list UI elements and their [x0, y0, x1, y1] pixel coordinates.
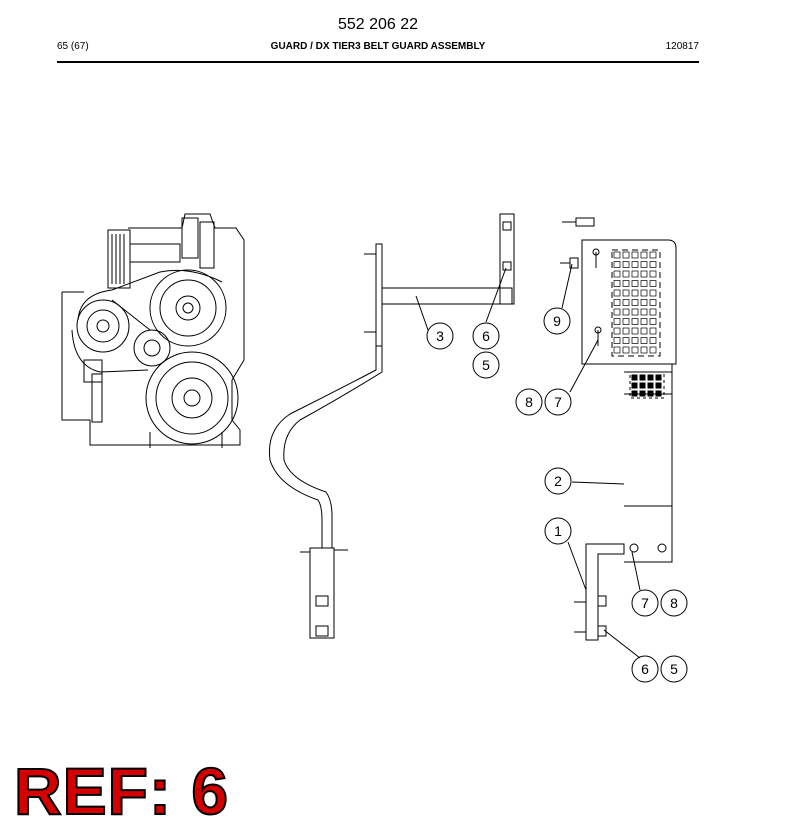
guard-vent-hole	[631, 299, 639, 306]
reference-label: REF: 6	[13, 754, 230, 828]
guard-vent-hole	[622, 280, 630, 287]
guard-vent-hole	[613, 337, 621, 344]
guard-vent-hole	[622, 251, 630, 259]
guard-vent-hole	[640, 327, 648, 335]
guard-vent-hole	[649, 280, 657, 287]
guard-vent-hole	[631, 308, 639, 316]
callout-number: 2	[554, 473, 562, 489]
callout-number: 1	[554, 523, 562, 539]
guard-vent-hole	[649, 289, 657, 297]
guard-vent-hole	[622, 337, 630, 344]
guard-vent-hole	[640, 346, 648, 354]
guard-vent-hole	[649, 346, 657, 354]
guard-vent-hole	[631, 261, 639, 268]
guard-vent-hole	[613, 346, 621, 354]
guard-vent-hole	[649, 261, 657, 268]
guard-vent-hole	[631, 382, 638, 389]
callout-number: 7	[641, 595, 649, 611]
guard-vent-hole	[655, 390, 662, 397]
callout-number: 5	[670, 661, 678, 677]
guard-vent-hole	[613, 270, 621, 278]
guard-vent-hole	[631, 374, 638, 381]
guard-vent-hole	[640, 337, 648, 344]
guard-vent-hole	[640, 308, 648, 316]
guard-vent-hole	[622, 270, 630, 278]
guard-vent-hole	[640, 261, 648, 268]
guard-vent-hole	[613, 289, 621, 297]
guard-vent-hole	[640, 289, 648, 297]
guard-vent-hole	[613, 280, 621, 287]
guard-vent-hole	[640, 270, 648, 278]
guard-vent-hole	[639, 374, 646, 381]
guard-vent-hole	[640, 318, 648, 325]
header-rule	[57, 61, 699, 63]
guard-vent-hole	[613, 261, 621, 268]
document-number: 552 206 22	[337, 16, 419, 33]
guard-vent-hole	[622, 261, 630, 268]
guard-vent-hole	[631, 390, 638, 397]
guard-vent-hole	[649, 251, 657, 259]
guard-vent-hole	[631, 318, 639, 325]
guard-vent-hole	[613, 308, 621, 316]
guard-vent-hole	[631, 270, 639, 278]
date-code: 120817	[665, 41, 699, 52]
callout-number: 8	[525, 394, 533, 410]
guard-vent-hole	[647, 374, 654, 381]
guard-vent-hole	[622, 327, 630, 335]
guard-vent-hole	[649, 318, 657, 325]
guard-vent-hole	[613, 299, 621, 306]
guard-vent-hole	[631, 337, 639, 344]
leader-lines	[415, 263, 641, 659]
callout-number: 5	[482, 357, 490, 373]
guard-vent-hole	[647, 382, 654, 389]
section-title: GUARD / DX TIER3 BELT GUARD ASSEMBLY	[270, 41, 486, 52]
guard-vent-hole	[631, 251, 639, 259]
callout-number: 7	[554, 394, 562, 410]
guard-vent-hole	[655, 374, 662, 381]
callout-circles	[426, 307, 688, 683]
guard-vent-hole	[622, 289, 630, 297]
callout-numbers: 3 6 5 9 8 7 2 1 7 8 6 5	[436, 313, 678, 677]
guard-vent-hole	[640, 299, 648, 306]
guard-vent-hole	[647, 390, 654, 397]
part-2-belt-guard	[560, 217, 677, 563]
guard-vent-hole	[649, 327, 657, 335]
callout-number: 3	[436, 328, 444, 344]
guard-vent-hole	[613, 327, 621, 335]
guard-vent-hole	[649, 299, 657, 306]
guard-vent-hole	[640, 280, 648, 287]
engine-illustration	[61, 213, 245, 448]
callout-number: 6	[641, 661, 649, 677]
guard-vent-hole	[622, 299, 630, 306]
page-indicator: 65 (67)	[57, 41, 89, 52]
guard-vent-hole	[622, 318, 630, 325]
guard-vent-hole	[649, 270, 657, 278]
guard-vent-hole	[631, 346, 639, 354]
guard-vent-hole	[613, 318, 621, 325]
guard-vent-hole	[639, 382, 646, 389]
guard-vent-hole	[640, 251, 648, 259]
guard-vent-hole	[639, 390, 646, 397]
guard-vent-hole	[613, 251, 621, 259]
callout-number: 9	[553, 313, 561, 329]
guard-vent-hole	[631, 280, 639, 287]
guard-vent-hole	[649, 308, 657, 316]
callout-number: 6	[482, 328, 490, 344]
guard-vent-hole	[649, 337, 657, 344]
part-1-lower-bracket	[574, 543, 625, 641]
callout-number: 8	[670, 595, 678, 611]
header-row: 65 (67) GUARD / DX TIER3 BELT GUARD ASSE…	[57, 41, 699, 55]
guard-vent-hole	[655, 382, 662, 389]
guard-vent-hole	[631, 327, 639, 335]
guard-vent-hole	[631, 289, 639, 297]
guard-vent-hole	[622, 308, 630, 316]
guard-vent-hole	[622, 346, 630, 354]
part-3-support-arm	[268, 213, 515, 639]
